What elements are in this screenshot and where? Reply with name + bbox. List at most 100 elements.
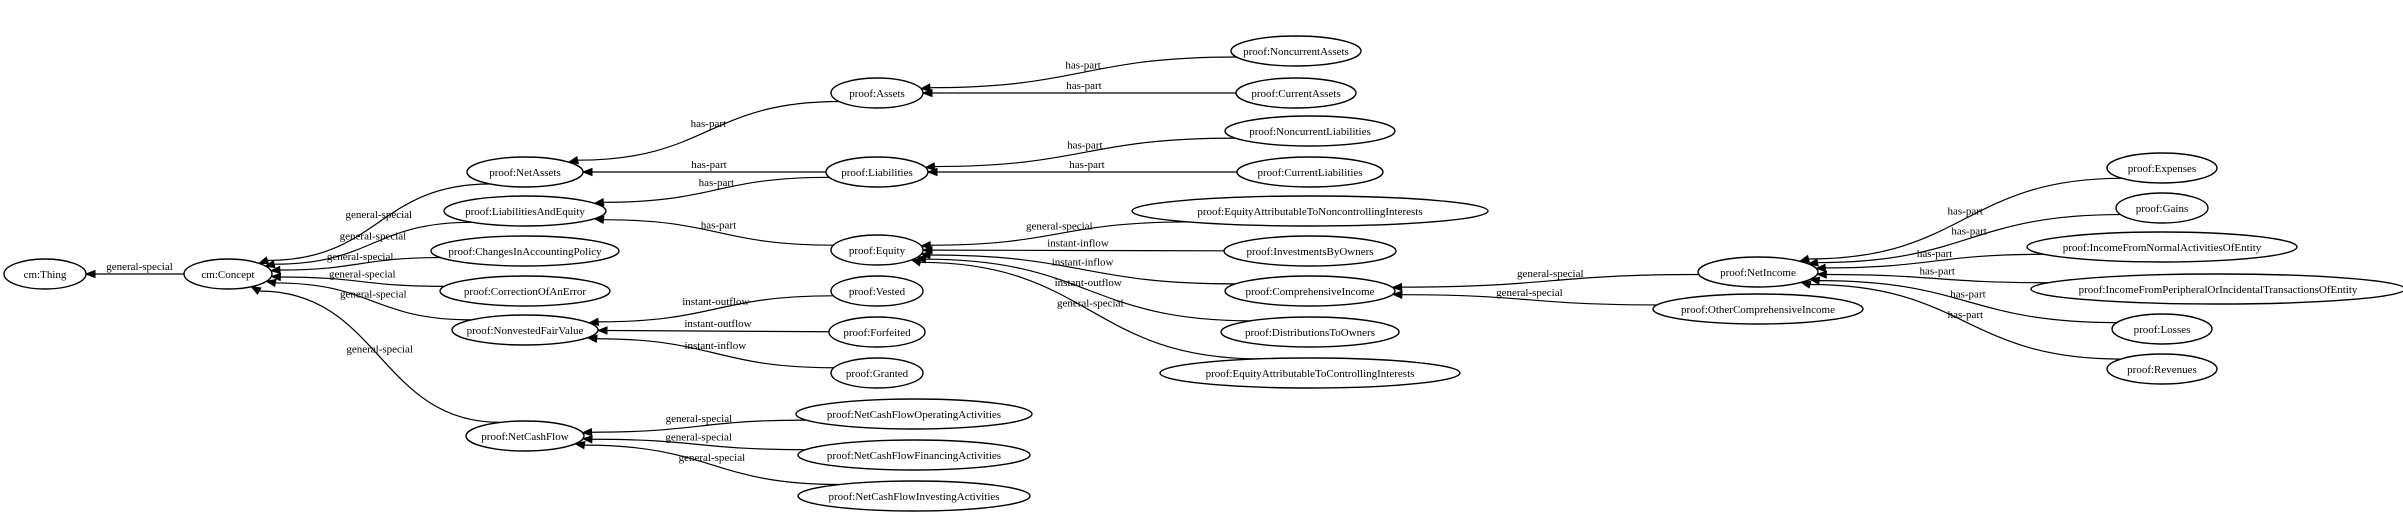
node-label: proof:NonvestedFairValue: [467, 325, 584, 337]
node-correction-of-an-error: proof:CorrectionOfAnError: [439, 275, 611, 307]
edge-current-assets-to-assets: has-part: [921, 80, 1236, 98]
edge-liabilities-and-equity-to-concept: general-special: [264, 221, 472, 269]
node-ellipse: [451, 314, 599, 346]
edge-line: [1401, 294, 1657, 306]
arrowhead: [924, 162, 936, 171]
node-ellipse: [1131, 195, 1489, 227]
edge-changes-in-accounting-policy-to-concept: general-special: [269, 251, 441, 275]
edge-granted-to-nonvested-fair-value: instant-inflow: [586, 334, 834, 369]
arrowhead: [1815, 270, 1828, 279]
edge-liabilities-to-net-assets: has-part: [581, 159, 826, 177]
arrowhead: [919, 83, 931, 92]
edge-net-income-to-comprehensive-income: general-special: [1391, 268, 1699, 292]
edge-line: [279, 256, 441, 271]
edge-net-cash-flow-investing-to-net-cash-flow: general-special: [574, 441, 840, 486]
node-label: proof:Gains: [2136, 203, 2189, 215]
edge-noncurrent-liabilities-to-liabilities: has-part: [924, 137, 1236, 171]
node-forfeited: proof:Forfeited: [828, 316, 926, 348]
node-net-cash-flow-operating: proof:NetCashFlowOperatingActivities: [795, 398, 1033, 430]
node-label: proof:NetCashFlowOperatingActivities: [827, 409, 1001, 421]
node-ellipse: [1159, 357, 1461, 389]
node-ellipse: [1236, 156, 1384, 188]
node-ellipse: [1697, 256, 1819, 288]
edge-label: has-part: [1948, 206, 1983, 218]
node-ellipse: [2026, 231, 2298, 263]
arrowhead: [1799, 280, 1812, 289]
edge-assets-to-net-assets: has-part: [567, 100, 840, 165]
edge-line: [929, 56, 1237, 89]
node-ellipse: [1224, 275, 1396, 307]
edge-line: [603, 219, 834, 246]
edge-equity-ci-to-equity: general-special: [910, 258, 1261, 360]
edge-line: [259, 290, 501, 424]
arrowhead: [581, 167, 593, 177]
node-noncurrent-assets: proof:NoncurrentAssets: [1230, 35, 1362, 67]
edge-net-cash-flow-to-concept: general-special: [250, 286, 501, 424]
edge-investments-by-owners-to-equity: instant-inflow: [921, 237, 1225, 255]
edge-label: general-special: [1057, 298, 1124, 310]
edge-label: has-part: [691, 118, 726, 130]
edge-distributions-to-owners-to-equity: instant-outflow: [915, 255, 1251, 322]
edge-line: [934, 137, 1236, 168]
node-label: proof:ComprehensiveIncome: [1246, 286, 1375, 298]
edge-label: has-part: [1065, 59, 1100, 71]
node-current-liabilities: proof:CurrentLiabilities: [1236, 156, 1384, 188]
edge-label: has-part: [701, 219, 736, 231]
edge-label: has-part: [1920, 266, 1955, 278]
edge-line: [1401, 273, 1699, 288]
node-label: proof:ChangesInAccountingPolicy: [448, 246, 602, 258]
node-label: proof:Forfeited: [843, 327, 911, 339]
edge-line: [1826, 273, 2049, 284]
arrowhead: [596, 326, 608, 335]
node-liabilities-and-equity: proof:LiabilitiesAndEquity: [443, 195, 607, 227]
edge-line: [274, 221, 472, 265]
arrowhead: [581, 427, 593, 437]
edge-label: has-part: [1066, 80, 1101, 92]
node-label: proof:Revenues: [2127, 364, 2197, 376]
edge-expenses-to-net-income: has-part: [1798, 177, 2123, 263]
arrowhead: [1814, 263, 1826, 273]
edge-line: [925, 258, 1251, 322]
edge-line: [930, 254, 1236, 285]
node-vested: proof:Vested: [830, 275, 924, 307]
edge-line: [1819, 280, 2117, 324]
edge-net-cash-flow-operating-to-net-cash-flow: general-special: [581, 413, 807, 437]
edge-label: instant-outflow: [684, 318, 751, 330]
edge-label: has-part: [1917, 248, 1952, 260]
edge-concept-to-thing: general-special: [84, 261, 185, 279]
arrowhead: [1391, 290, 1403, 299]
node-label: proof:EquityAttributableToControllingInt…: [1206, 368, 1415, 380]
node-ellipse: [2030, 273, 2403, 305]
node-ellipse: [1223, 235, 1397, 267]
node-ellipse: [1235, 77, 1357, 109]
edge-label: has-part: [1950, 289, 1985, 301]
node-label: proof:Granted: [846, 368, 909, 380]
edge-current-liabilities-to-liabilities: has-part: [926, 159, 1237, 177]
edge-label: has-part: [691, 159, 726, 171]
edge-label: general-special: [679, 452, 746, 464]
node-net-assets: proof:NetAssets: [466, 156, 584, 188]
edge-label: general-special: [106, 261, 173, 273]
node-ellipse: [430, 235, 620, 267]
edge-label: general-special: [665, 431, 732, 443]
node-distributions-to-owners: proof:DistributionsToOwners: [1220, 316, 1400, 348]
node-assets: proof:Assets: [830, 77, 924, 109]
node-label: proof:LiabilitiesAndEquity: [465, 206, 585, 218]
edge-income-normal-to-net-income: has-part: [1814, 248, 2045, 273]
node-ellipse: [465, 420, 585, 452]
node-ellipse: [830, 357, 924, 389]
node-changes-in-accounting-policy: proof:ChangesInAccountingPolicy: [430, 235, 620, 267]
node-label: proof:NetAssets: [489, 167, 561, 179]
edge-nonvested-fair-value-to-concept: general-special: [265, 278, 472, 321]
node-label: proof:Liabilities: [841, 167, 912, 179]
edge-line: [1810, 283, 2121, 360]
edge-label: instant-inflow: [1052, 256, 1114, 268]
node-label: proof:Losses: [2134, 324, 2191, 336]
arrowhead: [919, 240, 932, 250]
edge-other-comprehensive-income-to-comprehensive-income: general-special: [1391, 287, 1657, 306]
arrowhead: [264, 259, 276, 269]
node-liabilities: proof:Liabilities: [825, 156, 929, 188]
node-net-cash-flow-investing: proof:NetCashFlowInvestingActivities: [797, 480, 1031, 512]
